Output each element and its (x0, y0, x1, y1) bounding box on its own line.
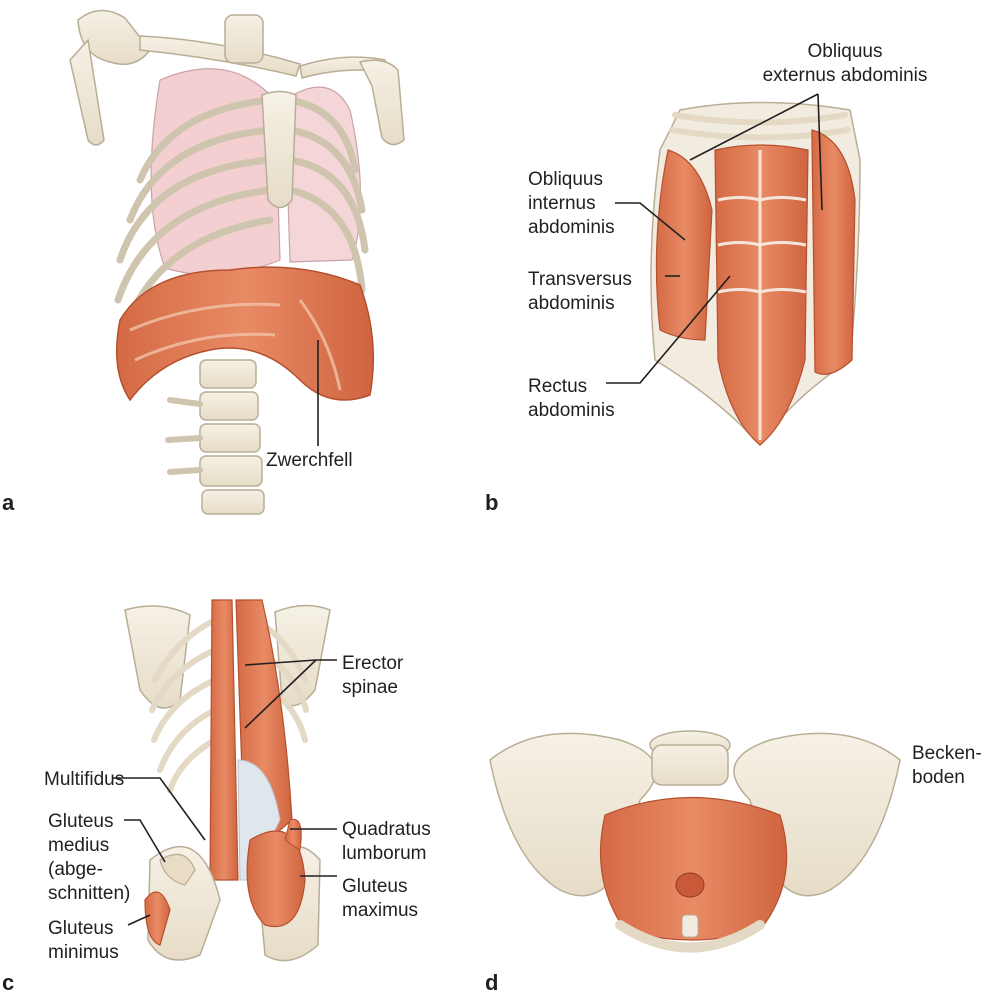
multifidus-muscle (209, 599, 239, 881)
right-shoulder (358, 59, 405, 146)
label-obliquus-internus: Obliquus internus abdominis (528, 169, 615, 238)
cervical-spine (224, 14, 264, 64)
panel-letter-d: d (485, 970, 499, 995)
left-humerus (69, 38, 105, 146)
label-gluteus-medius: Gluteus medius (abge- schnitten) (48, 811, 131, 904)
symphysis (681, 914, 699, 938)
panel-letter-c: c (2, 970, 15, 995)
panel-c-leaders (112, 659, 337, 926)
panel-letter-a: a (2, 490, 15, 515)
clavicle-left (139, 35, 301, 77)
gluteus-medius-cut (159, 853, 196, 886)
label-erector-spinae: Erector spinae (342, 653, 404, 698)
label-gluteus-minimus: Gluteus minimus (48, 918, 119, 963)
label-quadratus-lumborum: Quadratus lumborum (342, 819, 431, 864)
panel-a-thorax (69, 9, 405, 515)
label-transversus: Transversus abdominis (528, 269, 632, 314)
sacrum (651, 744, 729, 786)
label-zwerchfell: Zwerchfell (266, 450, 353, 471)
sternum (261, 90, 297, 209)
panel-d-pelvis (489, 730, 901, 953)
panel-letter-b: b (485, 490, 499, 515)
label-rectus: Rectus abdominis (528, 376, 615, 421)
ribs-b (669, 112, 851, 141)
anal-opening (675, 872, 705, 898)
panel-c-back (112, 599, 337, 962)
panel-b-leaders (606, 93, 823, 384)
lumbar-spine (165, 359, 265, 515)
left-ilium (147, 845, 221, 961)
obliquus-internus-muscle (655, 149, 713, 341)
label-beckenboden: Becken- boden (912, 743, 982, 788)
label-obliquus-externus: Obliquus externus abdominis (762, 41, 928, 86)
label-multifidus: Multifidus (44, 769, 125, 790)
rectus-tendinous-bands (717, 150, 807, 440)
pubic-arch (615, 920, 765, 953)
label-gluteus-maximus: Gluteus maximus (342, 876, 419, 921)
left-scapula (124, 605, 191, 709)
obliquus-externus-muscle (811, 129, 856, 375)
gluteus-minimus-muscle (144, 891, 171, 946)
panel-b-abdomen (606, 93, 861, 447)
diaphragm-bands (129, 299, 342, 391)
